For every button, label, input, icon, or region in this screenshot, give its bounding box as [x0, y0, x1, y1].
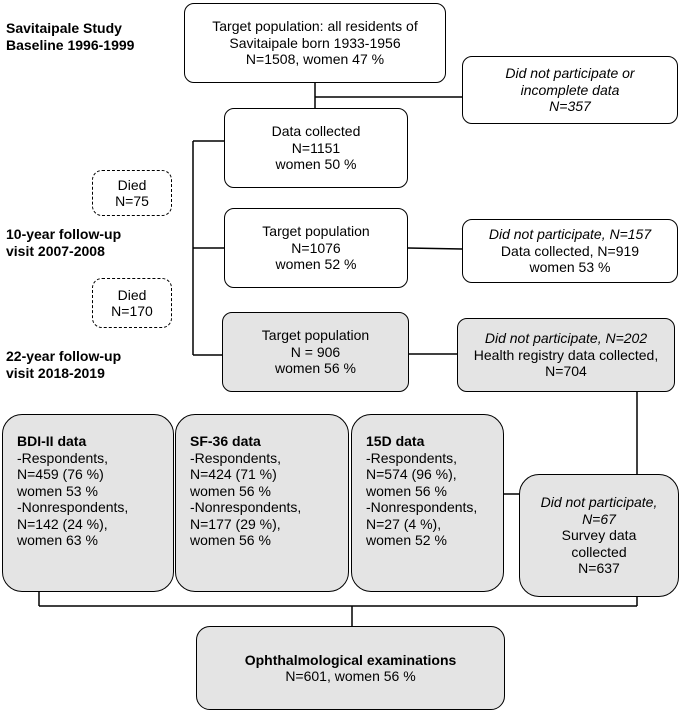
sf36-line-2: N=424 (71 %) [190, 466, 277, 482]
15d-line-5: N=27 (4 %), [366, 515, 442, 532]
data-collected-line-1: Data collected [271, 123, 361, 140]
target-10y-box: Target population N=1076 women 52 % [224, 208, 408, 288]
target-population-line-3: N=1508, women 47 % [245, 51, 385, 68]
died-2-line-2: N=170 [111, 303, 153, 319]
target-22y-line-2: N = 906 [290, 343, 341, 360]
survey-line-1: Did not participate, [540, 494, 658, 511]
survey-line-4: collected [571, 543, 627, 560]
sf36-title: SF-36 data [190, 433, 261, 449]
not-participated-10y-line-2: Data collected, N=919 [500, 242, 640, 259]
bdi-line-5: N=142 (24 %), [17, 515, 108, 532]
bdi-line-1: -Respondents, [17, 449, 109, 466]
target-population-box: Target population: all residents of Savi… [184, 3, 446, 83]
bdi-line-4: -Nonrespondents, [17, 499, 129, 515]
target-22y-box: Target population N = 906 women 56 % [222, 312, 409, 392]
bdi-line-3: women 53 % [17, 482, 98, 499]
15d-line-3: women 56 % [366, 482, 447, 499]
followup-22y-label: 22-year follow-up visit 2018-2019 [6, 348, 121, 381]
not-participated-10y-line-1: Did not participate, N=157 [488, 226, 652, 243]
died-1-line-2: N=75 [115, 193, 149, 209]
baseline-not-participated-box: Did not participate or incomplete data N… [462, 56, 678, 124]
ophthalmology-box: Ophthalmological examinations N=601, wom… [196, 626, 505, 710]
target-population-line-2: Savitaipale born 1933-1956 [229, 34, 401, 51]
died-2-line-1: Died [117, 286, 147, 303]
sf36-line-6: women 56 % [190, 532, 271, 548]
not-participated-10y-box: Did not participate, N=157 Data collecte… [462, 219, 678, 283]
15d-line-1: -Respondents, [366, 449, 458, 466]
15d-line-6: women 52 % [366, 532, 447, 548]
followup-10y-label-line-2: visit 2007-2008 [6, 242, 105, 259]
target-10y-line-3: women 52 % [275, 256, 357, 273]
sf36-line-3: women 56 % [190, 482, 271, 499]
died-2-box: Died N=170 [92, 278, 172, 328]
ophthalmology-line-2: N=601, women 56 % [285, 668, 416, 684]
not-participated-22y-box: Did not participate, N=202 Health regist… [457, 318, 675, 392]
baseline-not-participated-line-2: incomplete data [520, 81, 620, 98]
15d-title: 15D data [366, 433, 425, 449]
survey-line-2: N=67 [582, 510, 616, 527]
bdi-line-2: N=459 (76 %) [17, 466, 104, 482]
not-participated-22y-line-2: Health registry data collected, [473, 346, 659, 363]
baseline-not-participated-line-1: Did not participate or [505, 65, 635, 82]
baseline-label: Savitaipale Study Baseline 1996-1999 [6, 20, 134, 53]
baseline-label-line-1: Savitaipale Study [6, 20, 122, 36]
died-1-box: Died N=75 [92, 170, 172, 216]
followup-22y-label-line-2: visit 2018-2019 [6, 364, 105, 381]
ophthalmology-title: Ophthalmological examinations [244, 651, 457, 668]
sf36-data-box: SF-36 data -Respondents, N=424 (71 %) wo… [175, 414, 349, 592]
followup-10y-label-line-1: 10-year follow-up [6, 226, 122, 242]
survey-line-5: N=637 [578, 560, 620, 577]
survey-box: Did not participate, N=67 Survey data co… [519, 474, 679, 597]
sf36-line-4: -Nonrespondents, [190, 499, 302, 515]
target-population-line-1: Target population: all residents of [212, 18, 418, 35]
sf36-line-5: N=177 (29 %), [190, 515, 281, 532]
followup-22y-label-line-1: 22-year follow-up [6, 348, 122, 364]
not-participated-22y-line-3: N=704 [545, 363, 587, 380]
target-10y-line-1: Target population [262, 223, 370, 240]
15d-line-4: -Nonrespondents, [366, 499, 478, 515]
target-10y-line-2: N=1076 [291, 239, 341, 256]
bdi-data-box: BDI-II data -Respondents, N=459 (76 %) w… [2, 414, 174, 592]
data-collected-line-2: N=1151 [291, 139, 341, 156]
15d-data-box: 15D data -Respondents, N=574 (96 %), wom… [351, 414, 504, 592]
baseline-label-line-2: Baseline 1996-1999 [6, 36, 135, 53]
baseline-not-participated-line-3: N=357 [549, 98, 591, 115]
bdi-title: BDI-II data [17, 433, 87, 449]
data-collected-box: Data collected N=1151 women 50 % [224, 108, 408, 188]
not-participated-22y-line-1: Did not participate, N=202 [484, 330, 648, 347]
data-collected-line-3: women 50 % [275, 156, 357, 173]
not-participated-10y-line-3: women 53 % [529, 259, 611, 276]
target-22y-line-3: women 56 % [275, 360, 356, 377]
died-1-line-1: Died [117, 176, 147, 193]
target-22y-line-1: Target population [261, 327, 370, 344]
bdi-line-6: women 63 % [17, 532, 98, 548]
sf36-line-1: -Respondents, [190, 449, 282, 466]
followup-10y-label: 10-year follow-up visit 2007-2008 [6, 226, 121, 259]
15d-line-2: N=574 (96 %), [366, 466, 457, 482]
survey-line-3: Survey data [561, 527, 637, 544]
